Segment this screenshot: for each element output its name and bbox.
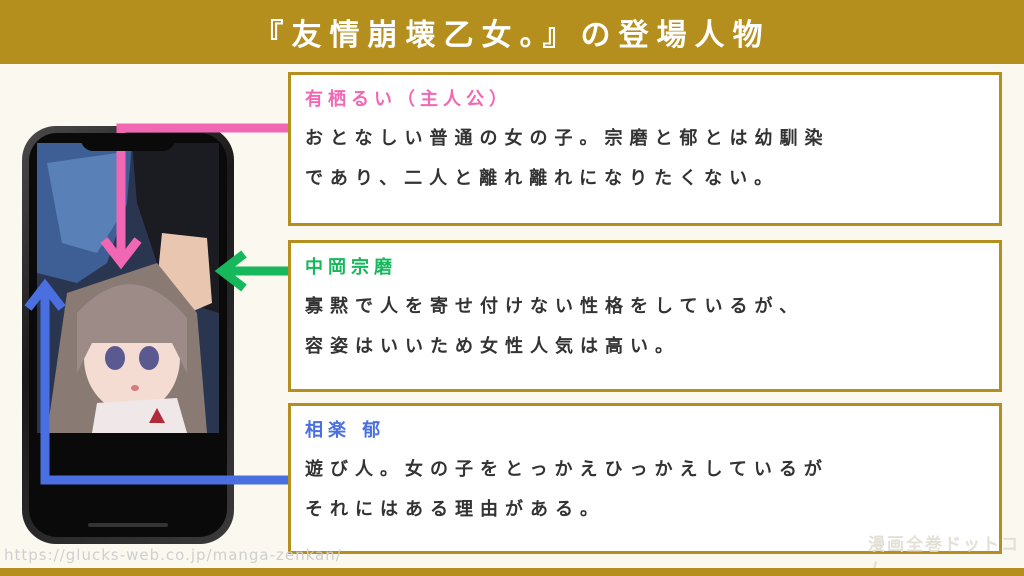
character-description: 遊び人。女の子をとっかえひっかえしているが それにはある理由がある。 <box>305 450 985 530</box>
footer-bar <box>0 568 1024 576</box>
character-description: 寡黙で人を寄せ付けない性格をしているが、 容姿はいいため女性人気は高い。 <box>305 287 985 367</box>
description-line: 遊び人。女の子をとっかえひっかえしているが <box>305 459 829 480</box>
character-name: 中岡宗磨 <box>305 257 397 278</box>
phone-screen <box>29 133 227 537</box>
home-indicator <box>88 523 168 527</box>
character-name: 相楽 郁 <box>305 420 386 441</box>
description-line: それにはある理由がある。 <box>305 499 605 520</box>
phone-notch <box>81 133 175 151</box>
page-title: 『友情崩壊乙女。』の登場人物 <box>253 18 771 53</box>
description-line: 寡黙で人を寄せ付けない性格をしているが、 <box>305 296 805 317</box>
character-name: 有栖るい（主人公） <box>305 89 512 110</box>
description-line: であり、二人と離れ離れになりたくない。 <box>305 168 780 189</box>
source-url-watermark: https://glucks-web.co.jp/manga-zenkan/ <box>4 546 342 564</box>
manga-cover-image <box>37 143 219 433</box>
phone-mockup <box>22 126 234 544</box>
character-card-iku: 相楽 郁 遊び人。女の子をとっかえひっかえしているが それにはある理由がある。 <box>288 403 1002 554</box>
header-bar: 『友情崩壊乙女。』の登場人物 <box>0 0 1024 64</box>
character-card-rui: 有栖るい（主人公） おとなしい普通の女の子。宗磨と郁とは幼馴染 であり、二人と離… <box>288 72 1002 226</box>
character-card-souma: 中岡宗磨 寡黙で人を寄せ付けない性格をしているが、 容姿はいいため女性人気は高い… <box>288 240 1002 392</box>
description-line: おとなしい普通の女の子。宗磨と郁とは幼馴染 <box>305 128 830 149</box>
description-line: 容姿はいいため女性人気は高い。 <box>305 336 680 357</box>
character-description: おとなしい普通の女の子。宗磨と郁とは幼馴染 であり、二人と離れ離れになりたくない… <box>305 119 985 199</box>
